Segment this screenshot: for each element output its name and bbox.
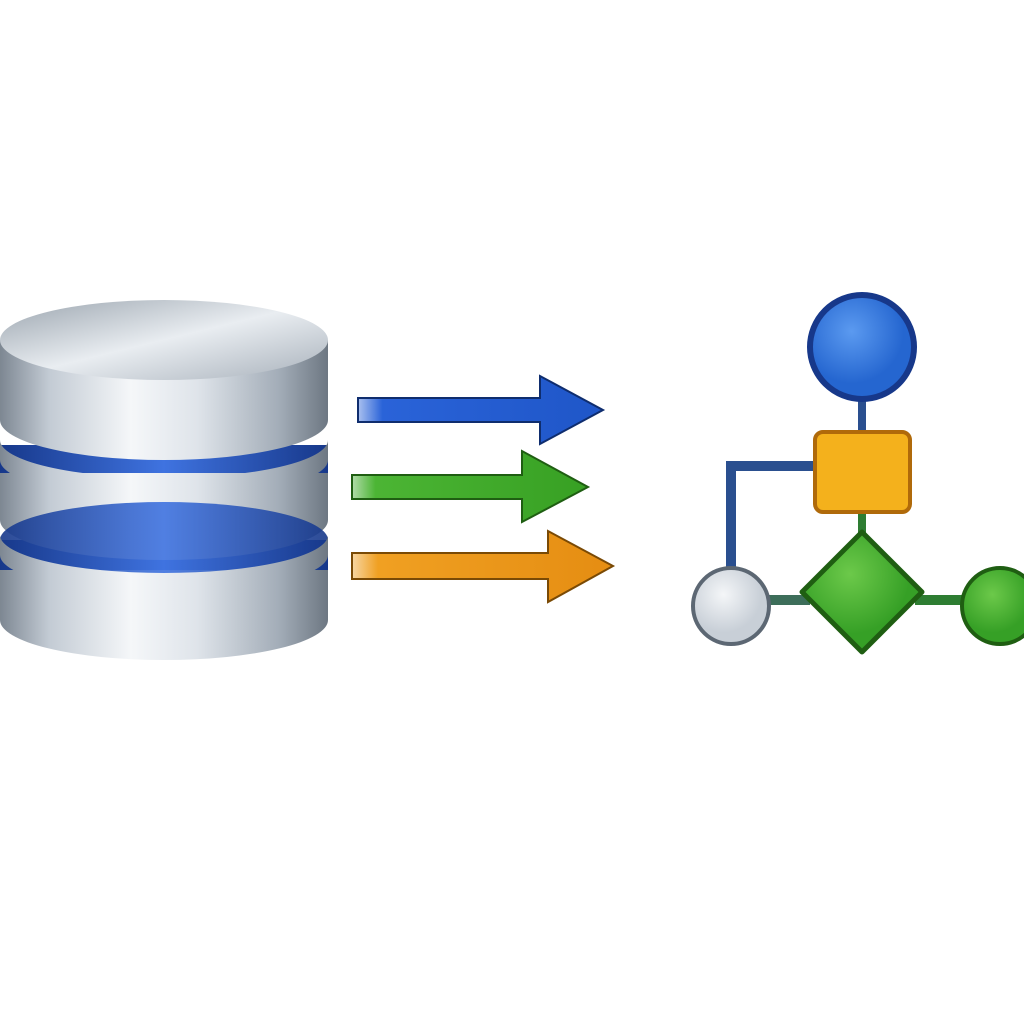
start-node (807, 292, 917, 402)
connector-line (726, 461, 815, 570)
arrow-right-icon (351, 529, 616, 604)
decision-node (799, 529, 925, 655)
database-icon (0, 300, 328, 660)
end-node (960, 566, 1024, 646)
input-node (691, 566, 771, 646)
arrow-right-icon (357, 374, 606, 446)
arrow-right-icon (351, 449, 591, 524)
flowchart-icon (691, 292, 1024, 655)
database-top-surface (0, 300, 328, 380)
arrows-group (351, 374, 616, 604)
process-node (813, 430, 912, 514)
